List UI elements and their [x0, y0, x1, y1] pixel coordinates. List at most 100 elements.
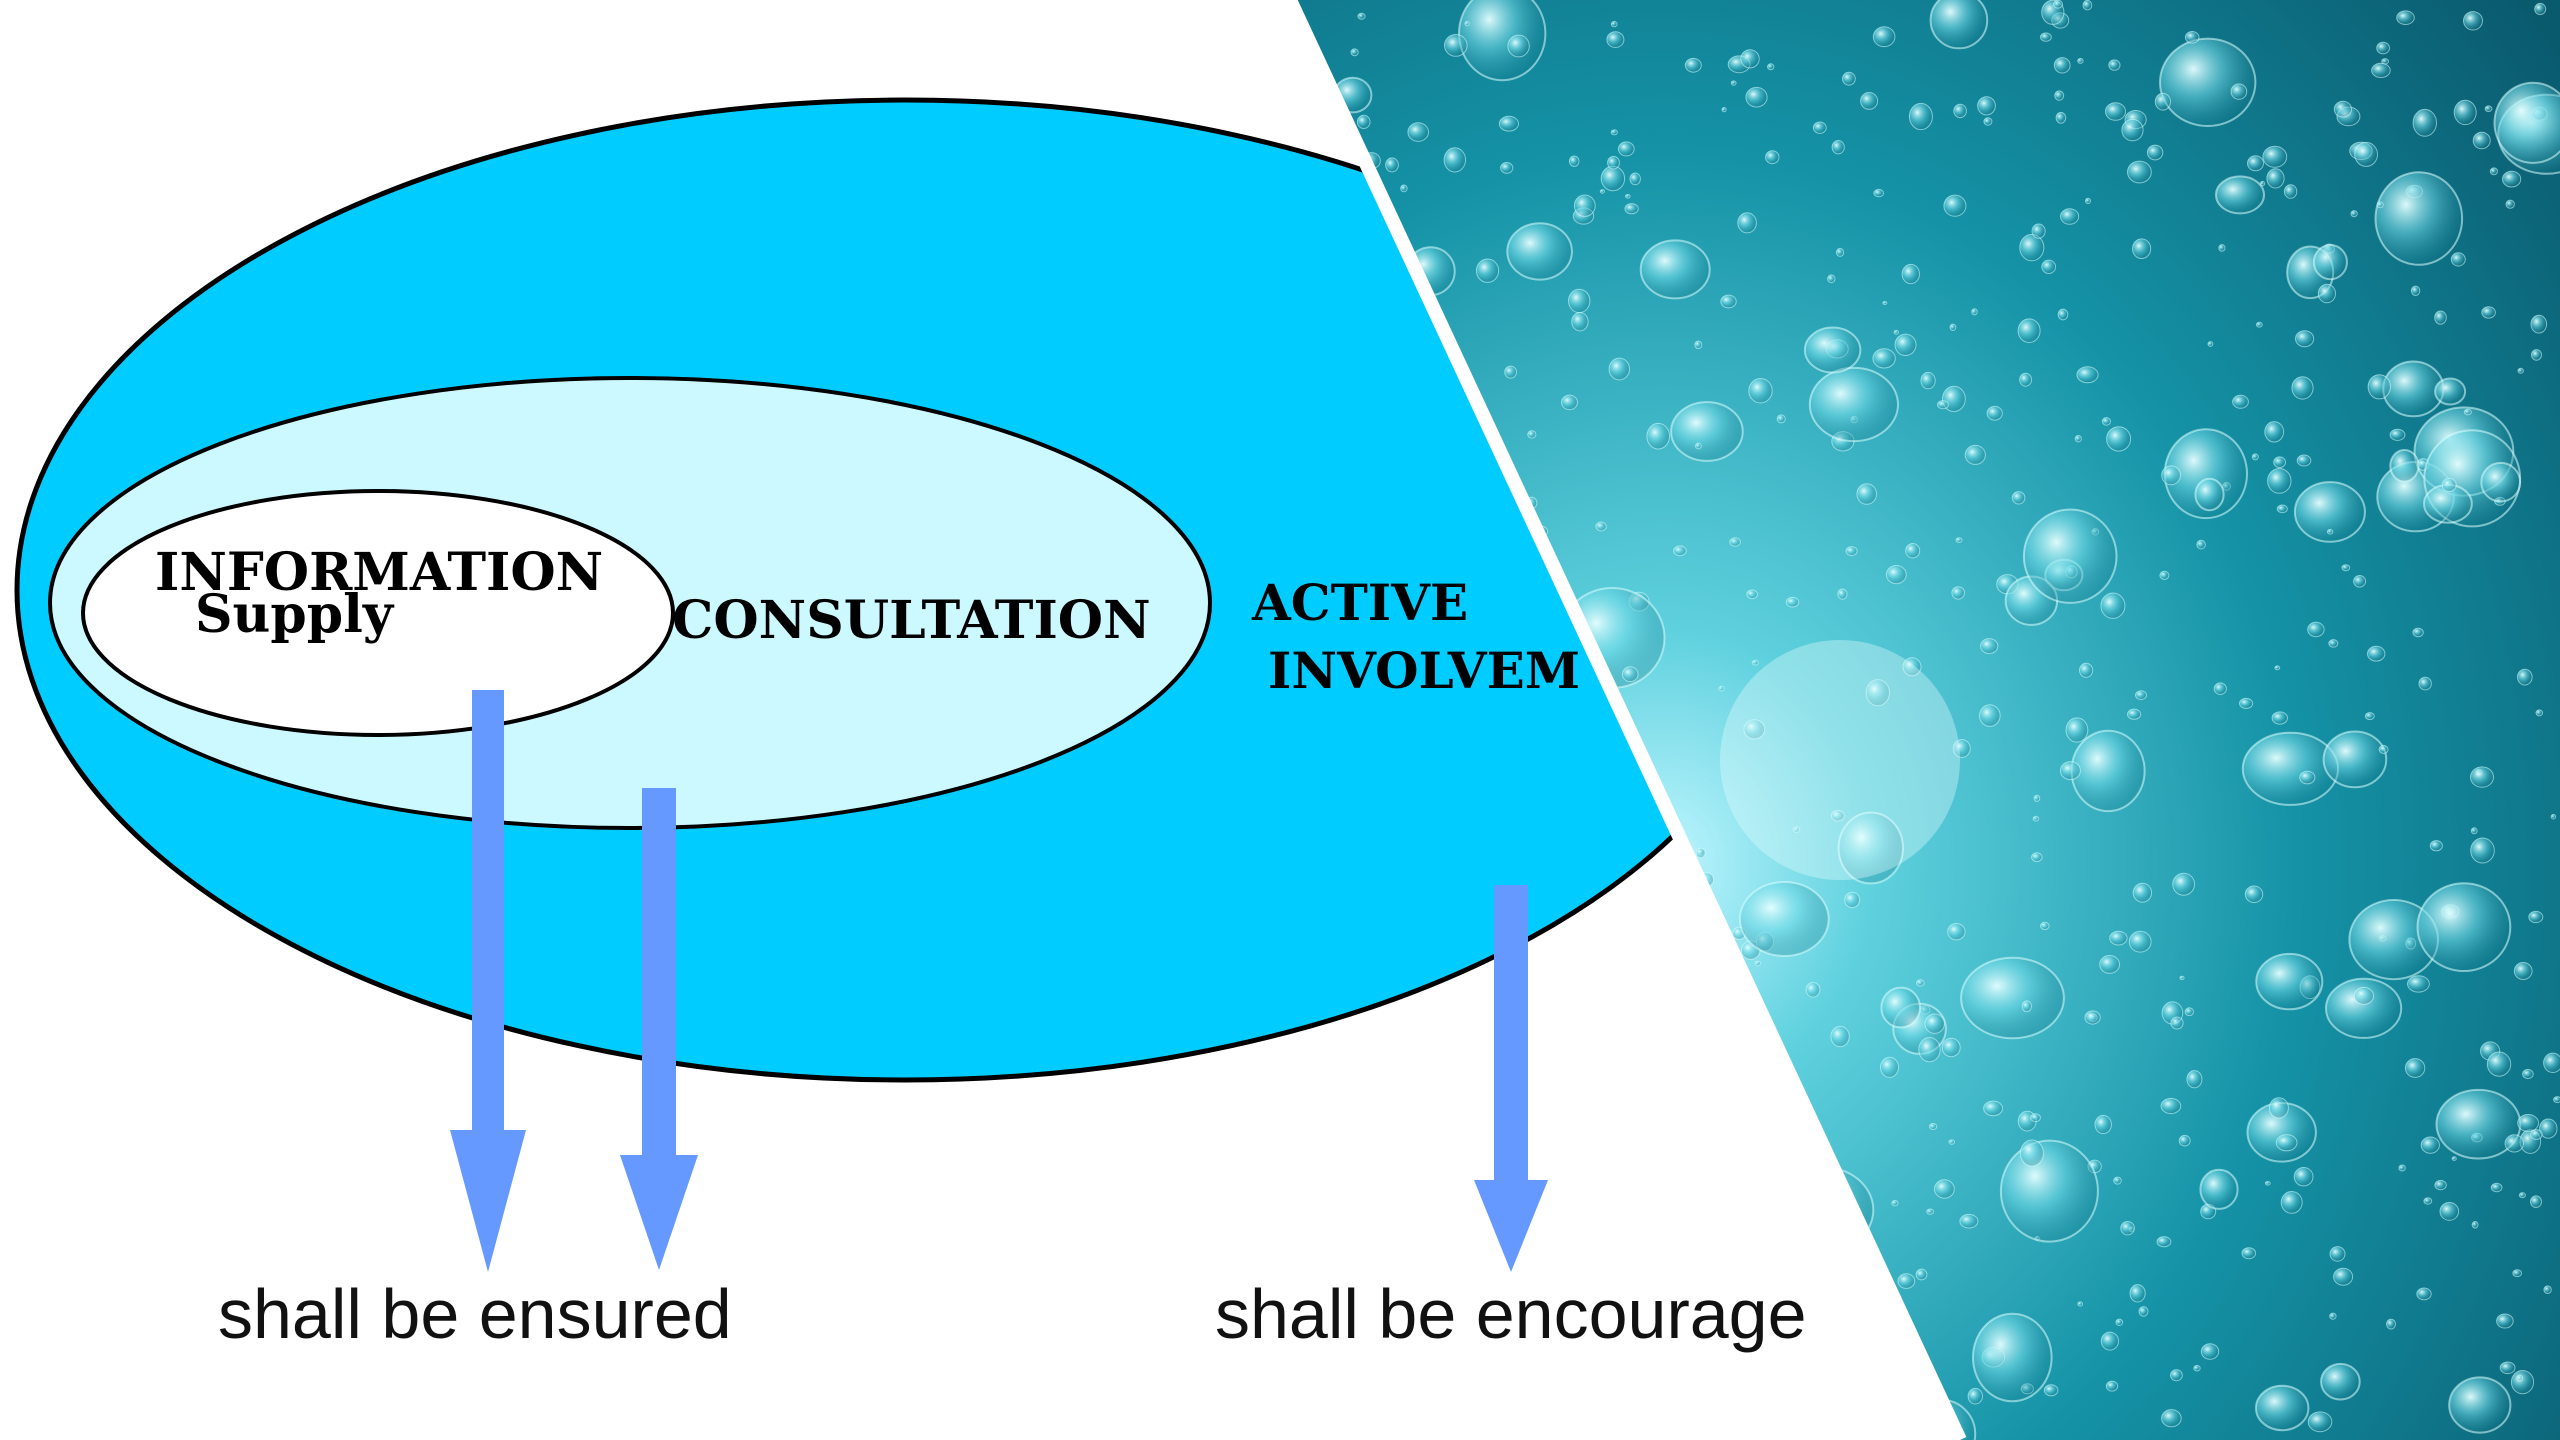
bubble [2493, 81, 2560, 164]
bubble [2172, 872, 2196, 896]
bubble [1920, 371, 1936, 390]
bubble [2132, 238, 2152, 259]
bubble [2218, 244, 2226, 252]
label-involvement: INVOLVEM [1268, 641, 1580, 700]
bubble [2453, 99, 2477, 126]
bubble [1563, 1174, 1571, 1181]
bubble [1902, 657, 1922, 677]
bubble [1972, 1312, 2053, 1403]
bubble [2232, 394, 2249, 409]
bubble [2100, 592, 2126, 619]
bubble [1695, 442, 1702, 450]
bubble [2275, 1134, 2298, 1152]
bubble [1730, 80, 1737, 86]
bubble [1498, 115, 1520, 132]
bubble [2350, 210, 2358, 218]
bubble [1952, 739, 1971, 758]
bubble [2510, 1370, 2535, 1395]
bubble [1400, 184, 1408, 193]
bubble [1506, 222, 1573, 281]
bubble [1610, 129, 1618, 136]
bubble [2429, 840, 2443, 852]
arrow-consultation-ensured [620, 788, 698, 1270]
bubble [1776, 414, 1786, 424]
bubble [2543, 1052, 2560, 1074]
bubble [1694, 340, 1703, 350]
bubble [1504, 365, 1517, 379]
bubble [1507, 34, 1530, 58]
bubble [2033, 794, 2041, 802]
bubble [1915, 1268, 1928, 1281]
bubble [1980, 638, 1999, 655]
bubble [1444, 34, 1468, 57]
bubble [2416, 1287, 2432, 1301]
bubble [1407, 122, 1429, 142]
bubble [2160, 1097, 2182, 1115]
bubble [1573, 1153, 1588, 1164]
bubble [1803, 326, 1862, 374]
bubble [2353, 986, 2374, 1005]
bubble [2276, 504, 2288, 514]
bubble [1561, 394, 1578, 411]
bubble [1897, 1273, 1916, 1289]
bubble [2389, 449, 2420, 483]
bubble [2019, 1139, 2044, 1167]
bubble [1830, 810, 1845, 822]
bubble [2553, 1096, 2560, 1104]
bubble [2434, 310, 2447, 325]
bubble [1539, 1392, 1558, 1410]
bubble [2196, 539, 2206, 550]
bubble [1916, 979, 1925, 987]
bubble [2129, 1284, 2146, 1303]
bubble [1527, 430, 1537, 439]
bubble [1872, 348, 1896, 369]
bubble [1325, 1418, 1347, 1437]
bubble [2374, 171, 2464, 266]
bubble [1948, 1139, 1955, 1145]
bubble [2367, 645, 2386, 662]
bubble [2550, 813, 2557, 820]
participation-diagram: INFORMATION Supply CONSULTATION ACTIVE I… [14, 97, 1807, 1353]
bubble [2070, 729, 2146, 813]
bubble [2423, 1197, 2433, 1205]
bubble [1947, 923, 1966, 941]
bubble [1556, 1206, 1590, 1244]
bubble [1979, 704, 2001, 727]
bubble [2200, 1343, 2220, 1360]
bubble [1765, 150, 1780, 165]
bubble [2543, 1285, 2552, 1294]
bubble [2451, 1156, 2457, 1161]
caption-shall-be-ensured: shall be ensured [218, 1275, 732, 1353]
bubble [2060, 208, 2080, 225]
bubble [2255, 1384, 2310, 1432]
bubble [1967, 1387, 1984, 1405]
bubble [1860, 92, 1879, 110]
bubble [1789, 1175, 1804, 1190]
bubble [2322, 730, 2388, 789]
bubble [1918, 1037, 1941, 1063]
bubble [2434, 1179, 2447, 1191]
bubble [2268, 1097, 2289, 1119]
bubble [1858, 1403, 1869, 1413]
bubble [1738, 881, 1830, 957]
bubble [1629, 172, 1641, 186]
bubble [1625, 194, 1631, 199]
bubble [1830, 1025, 1850, 1048]
bubble [2516, 1374, 2523, 1382]
bubble [2364, 712, 2375, 721]
bubble [1573, 194, 1596, 217]
bubble [2106, 426, 2132, 452]
bubble [1861, 1356, 1885, 1380]
bubble [1865, 679, 1891, 707]
bubble [2293, 481, 2366, 543]
bubble [1955, 537, 1963, 543]
bubble [1593, 1045, 1616, 1064]
bubble [2101, 417, 2111, 426]
bubble [2280, 1191, 2303, 1214]
bubble [2079, 662, 2094, 678]
bubble [2065, 717, 2089, 743]
bubble [2179, 975, 2185, 981]
bubble [1668, 1405, 1680, 1418]
bubble [1357, 12, 1366, 20]
bubble [1831, 140, 1845, 155]
